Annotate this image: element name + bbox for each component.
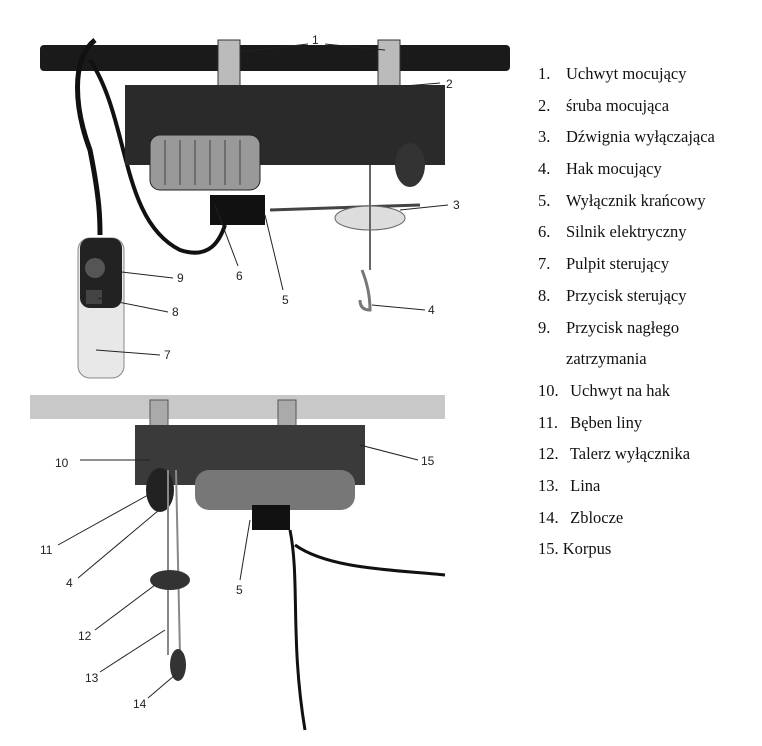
power-cable — [88, 58, 227, 255]
legend-number: 8. — [538, 285, 551, 305]
legend-number: 7. — [538, 254, 551, 274]
legend-label: Uchwyt na hak — [570, 380, 671, 400]
legend-label: Zblocze — [570, 507, 624, 527]
legend-label: Uchwyt mocujący — [566, 64, 687, 83]
callout-1: 1 — [312, 33, 319, 47]
callout-6: 6 — [236, 269, 243, 283]
callout-15: 15 — [421, 454, 435, 468]
hook — [358, 269, 372, 312]
stop-lever — [269, 203, 421, 212]
legend-number: 14. — [538, 507, 559, 527]
legend-item: 3. Dźwignia wyłączająca — [538, 125, 715, 157]
legend-label: Korpus — [562, 539, 612, 559]
callout-2: 2 — [446, 77, 453, 91]
legend-label: Przycisk sterujący — [566, 285, 687, 305]
bottom-leader-lines — [57, 444, 419, 699]
callout-4-bottom: 4 — [66, 576, 73, 590]
limit-switch-box — [252, 505, 290, 530]
legend-label: Wyłącznik krańcowy — [566, 190, 706, 210]
legend-item: 9. Przycisk nagłego — [538, 316, 715, 348]
parts-legend: 1. Uchwyt mocujący 2. śruba mocująca 3. Dźw… — [538, 62, 715, 569]
legend-item: 1. Uchwyt mocujący — [538, 62, 715, 94]
electric-motor — [195, 470, 355, 510]
emergency-stop-button — [85, 258, 105, 278]
switch-plate — [150, 570, 190, 590]
legend-number: 6. — [538, 222, 551, 242]
mounting-beam — [40, 45, 510, 71]
mounting-beam — [30, 395, 445, 419]
legend-number: 4. — [538, 159, 551, 179]
legend-item: 5. Wyłącznik krańcowy — [538, 189, 715, 221]
callout-10: 10 — [55, 456, 69, 470]
legend-item: 13. Lina — [538, 474, 715, 506]
callout-12: 12 — [78, 629, 92, 643]
limit-switch-box — [210, 195, 265, 225]
legend-number: 11. — [538, 412, 559, 432]
legend-item: 12. Talerz wyłącznika — [538, 442, 715, 474]
legend-number: 3. — [538, 127, 551, 147]
mounting-bracket — [217, 39, 241, 91]
callout-13: 13 — [85, 671, 99, 685]
legend-label: Bęben liny — [570, 412, 643, 432]
legend-label: Talerz wyłącznika — [569, 444, 691, 464]
legend-item: 7. Pulpit sterujący — [538, 252, 715, 284]
mounting-bracket — [377, 39, 401, 91]
callout-7: 7 — [164, 348, 171, 362]
legend-item-continuation: zatrzymania — [538, 347, 715, 379]
legend-number: 9. — [538, 317, 551, 337]
legend-number: 5. — [538, 190, 551, 210]
bottom-hoist-photo: 10 15 11 4 5 12 13 14 — [30, 395, 446, 731]
legend-item: 14. Zblocze — [538, 506, 715, 538]
legend-label: Przycisk nagłego — [566, 317, 680, 337]
legend-label: Lina — [570, 475, 601, 495]
rope-drum — [395, 143, 425, 187]
callout-11: 11 — [40, 543, 53, 557]
legend-number: 12. — [538, 444, 559, 464]
legend-number: 10. — [538, 380, 559, 400]
control-cable — [75, 38, 103, 236]
callout-3: 3 — [453, 198, 460, 212]
legend-item: 8. Przycisk sterujący — [538, 284, 715, 316]
legend-item: 11. Bęben liny — [538, 411, 715, 443]
top-hoist-photo: 1 2 3 4 5 6 7 8 9 — [40, 33, 510, 379]
legend-number: 15. — [538, 539, 559, 559]
rope-drum — [146, 468, 174, 512]
legend-item: 15. Korpus — [538, 537, 715, 569]
legend-label: Pulpit sterujący — [566, 254, 670, 274]
top-leader-lines — [95, 43, 449, 356]
electric-motor — [149, 134, 261, 191]
callout-5: 5 — [282, 293, 289, 307]
callout-4: 4 — [428, 303, 435, 317]
callout-14: 14 — [133, 697, 147, 711]
legend-number: 2. — [538, 95, 551, 115]
legend-label: Silnik elektryczny — [566, 222, 687, 242]
legend-number: 13. — [538, 475, 559, 495]
legend-item: 2. śruba mocująca — [538, 94, 715, 126]
legend-label: Dźwignia wyłączająca — [566, 127, 715, 147]
callout-8: 8 — [172, 305, 179, 319]
pulley-block — [170, 649, 186, 681]
legend-item: 10. Uchwyt na hak — [538, 379, 715, 411]
control-button — [86, 290, 102, 304]
legend-label: zatrzymania — [566, 349, 647, 369]
callout-5-bottom: 5 — [236, 583, 243, 597]
legend-number: 1. — [538, 64, 551, 83]
legend-label: śruba mocująca — [566, 95, 670, 115]
legend-item: 4. Hak mocujący — [538, 157, 715, 189]
power-cable — [288, 529, 307, 731]
legend-item: 6. Silnik elektryczny — [538, 220, 715, 252]
callout-9: 9 — [177, 271, 184, 285]
legend-label: Hak mocujący — [566, 159, 662, 179]
